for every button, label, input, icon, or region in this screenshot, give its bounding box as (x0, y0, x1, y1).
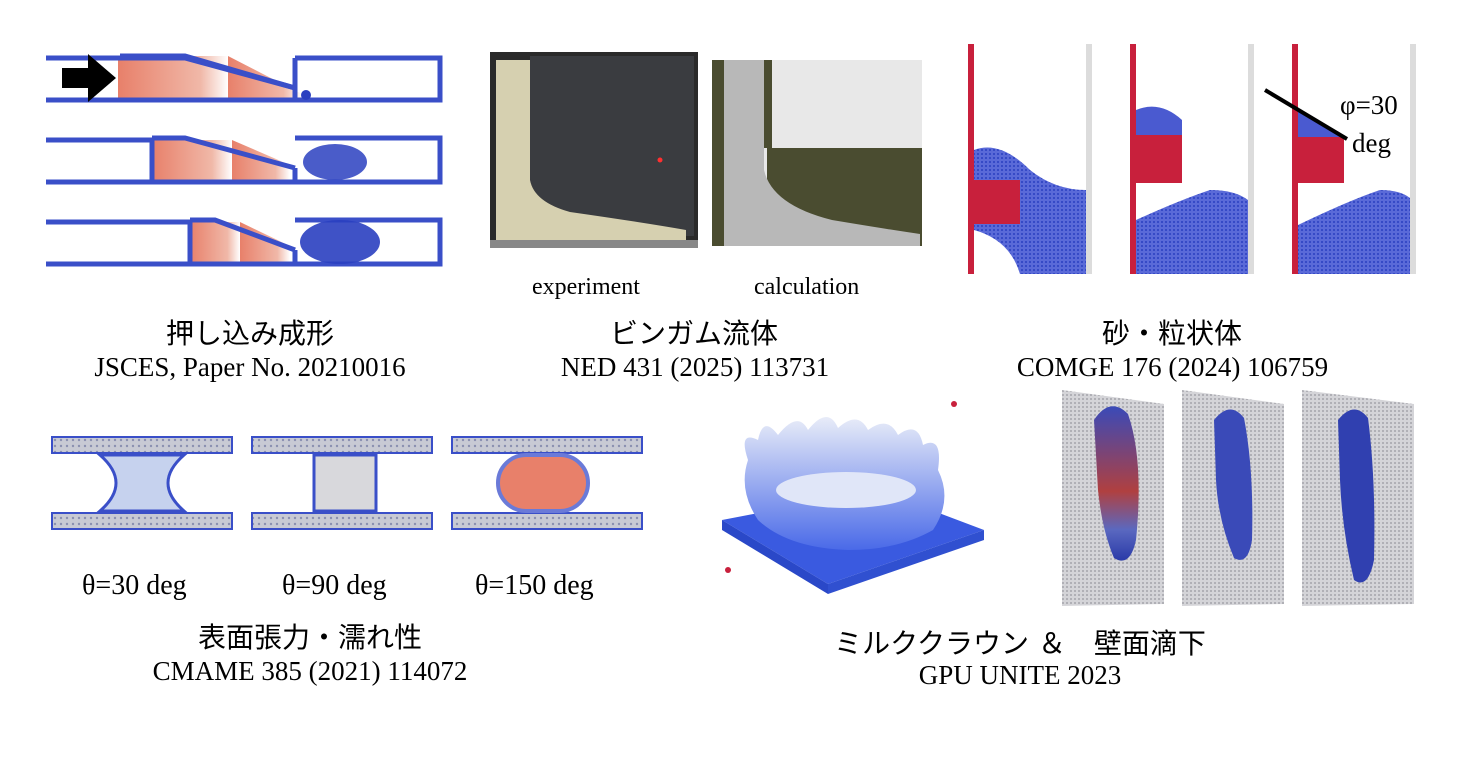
wetting-title: 表面張力・濡れ性 (197, 621, 422, 654)
granular-frame-2 (1130, 44, 1254, 274)
theta-30-label: θ=30 deg (82, 570, 187, 601)
arrow-icon (62, 54, 116, 102)
wetting-case-90 (251, 436, 433, 530)
granular-frame-3 (1263, 44, 1416, 274)
granular-reference: COMGE 176 (2024) 106759 (1016, 352, 1329, 382)
extrusion-title: 押し込み成形 (165, 317, 334, 350)
wetting-case-150 (451, 436, 643, 530)
label-calculation: calculation (754, 274, 860, 300)
crown-title: ミルククラウン ＆ 壁面滴下 (834, 627, 1206, 660)
wall-drop-frame-2 (1182, 390, 1284, 606)
bingham-experiment-photo (490, 52, 698, 248)
granular-frame-1 (968, 44, 1092, 274)
repose-angle-line (1263, 88, 1349, 141)
wall-drop-frame-3 (1302, 390, 1414, 606)
bingham-title: ビンガム流体 (609, 317, 778, 350)
extrusion-stage-2 (46, 135, 443, 185)
extrusion-stage-3 (46, 217, 443, 267)
bingham-calculation-render (712, 60, 922, 246)
wall-drop-frame-1 (1062, 390, 1164, 606)
theta-90-label: θ=90 deg (282, 570, 387, 601)
wetting-diagram (51, 436, 643, 530)
wall-drop-render (1062, 390, 1414, 606)
granular-title: 砂・粒状体 (1101, 317, 1242, 350)
milk-crown-render (722, 401, 984, 594)
repose-angle-unit: deg (1352, 128, 1391, 158)
crown-reference: GPU UNITE 2023 (918, 660, 1122, 690)
extrusion-reference: JSCES, Paper No. 20210016 (94, 352, 406, 382)
extrusion-diagram (46, 53, 443, 267)
bingham-reference: NED 431 (2025) 113731 (560, 352, 830, 382)
label-experiment: experiment (532, 274, 640, 300)
extrusion-stage-1 (46, 53, 443, 103)
wetting-case-30 (51, 436, 233, 530)
wetting-reference: CMAME 385 (2021) 114072 (152, 656, 468, 686)
granular-diagram (968, 44, 1416, 274)
repose-angle-value: φ=30 (1340, 90, 1398, 120)
theta-150-label: θ=150 deg (475, 570, 594, 601)
